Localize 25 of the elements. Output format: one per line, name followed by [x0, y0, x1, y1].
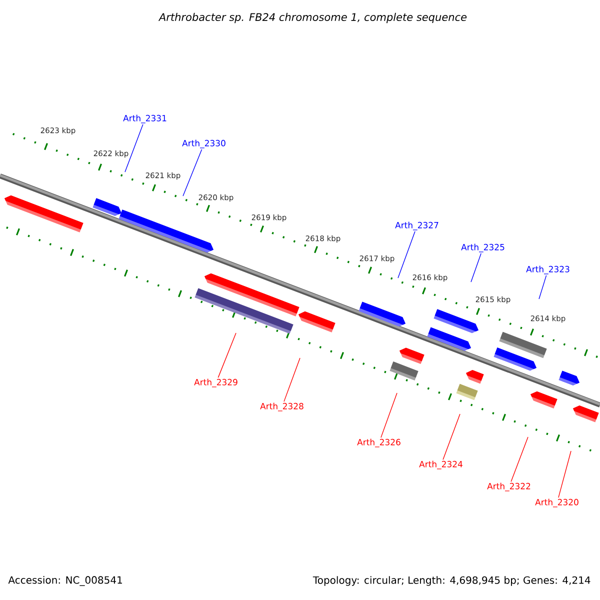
gene-label: Arth_2331	[123, 114, 166, 124]
leader-line	[398, 231, 416, 278]
leader-line	[124, 124, 144, 172]
gene-label: Arth_2330	[182, 140, 226, 148]
leader-line	[218, 332, 236, 378]
leader-line	[538, 275, 547, 300]
leader-line	[510, 436, 528, 482]
footer-text: Topology: circular; Length: 4,698,945 bp; Genes: 4,214	[312, 576, 590, 586]
gene-label: Arth_2329	[194, 378, 238, 388]
leader-line	[470, 253, 482, 282]
gene-label: Arth_2328	[260, 402, 304, 412]
gene-label: Arth_2323	[526, 266, 570, 274]
leader-line	[380, 392, 398, 438]
footer-text: Accession: NC_008541	[8, 576, 122, 586]
gene-label: Arth_2325	[461, 244, 504, 252]
leader-line	[442, 414, 460, 460]
gene-label: Arth_2326	[357, 438, 400, 448]
title: Arthrobacter sp. FB24 chromosome 1, complete sequence	[158, 12, 467, 24]
gene-label: Arth_2322	[487, 482, 530, 492]
gene-label: Arth_2327	[395, 222, 438, 230]
gene-label: Arth_2320	[535, 498, 578, 508]
leader-line	[182, 149, 202, 196]
gene-label: Arth_2324	[419, 460, 462, 470]
leader-line	[558, 450, 572, 498]
leader-line	[284, 358, 300, 402]
